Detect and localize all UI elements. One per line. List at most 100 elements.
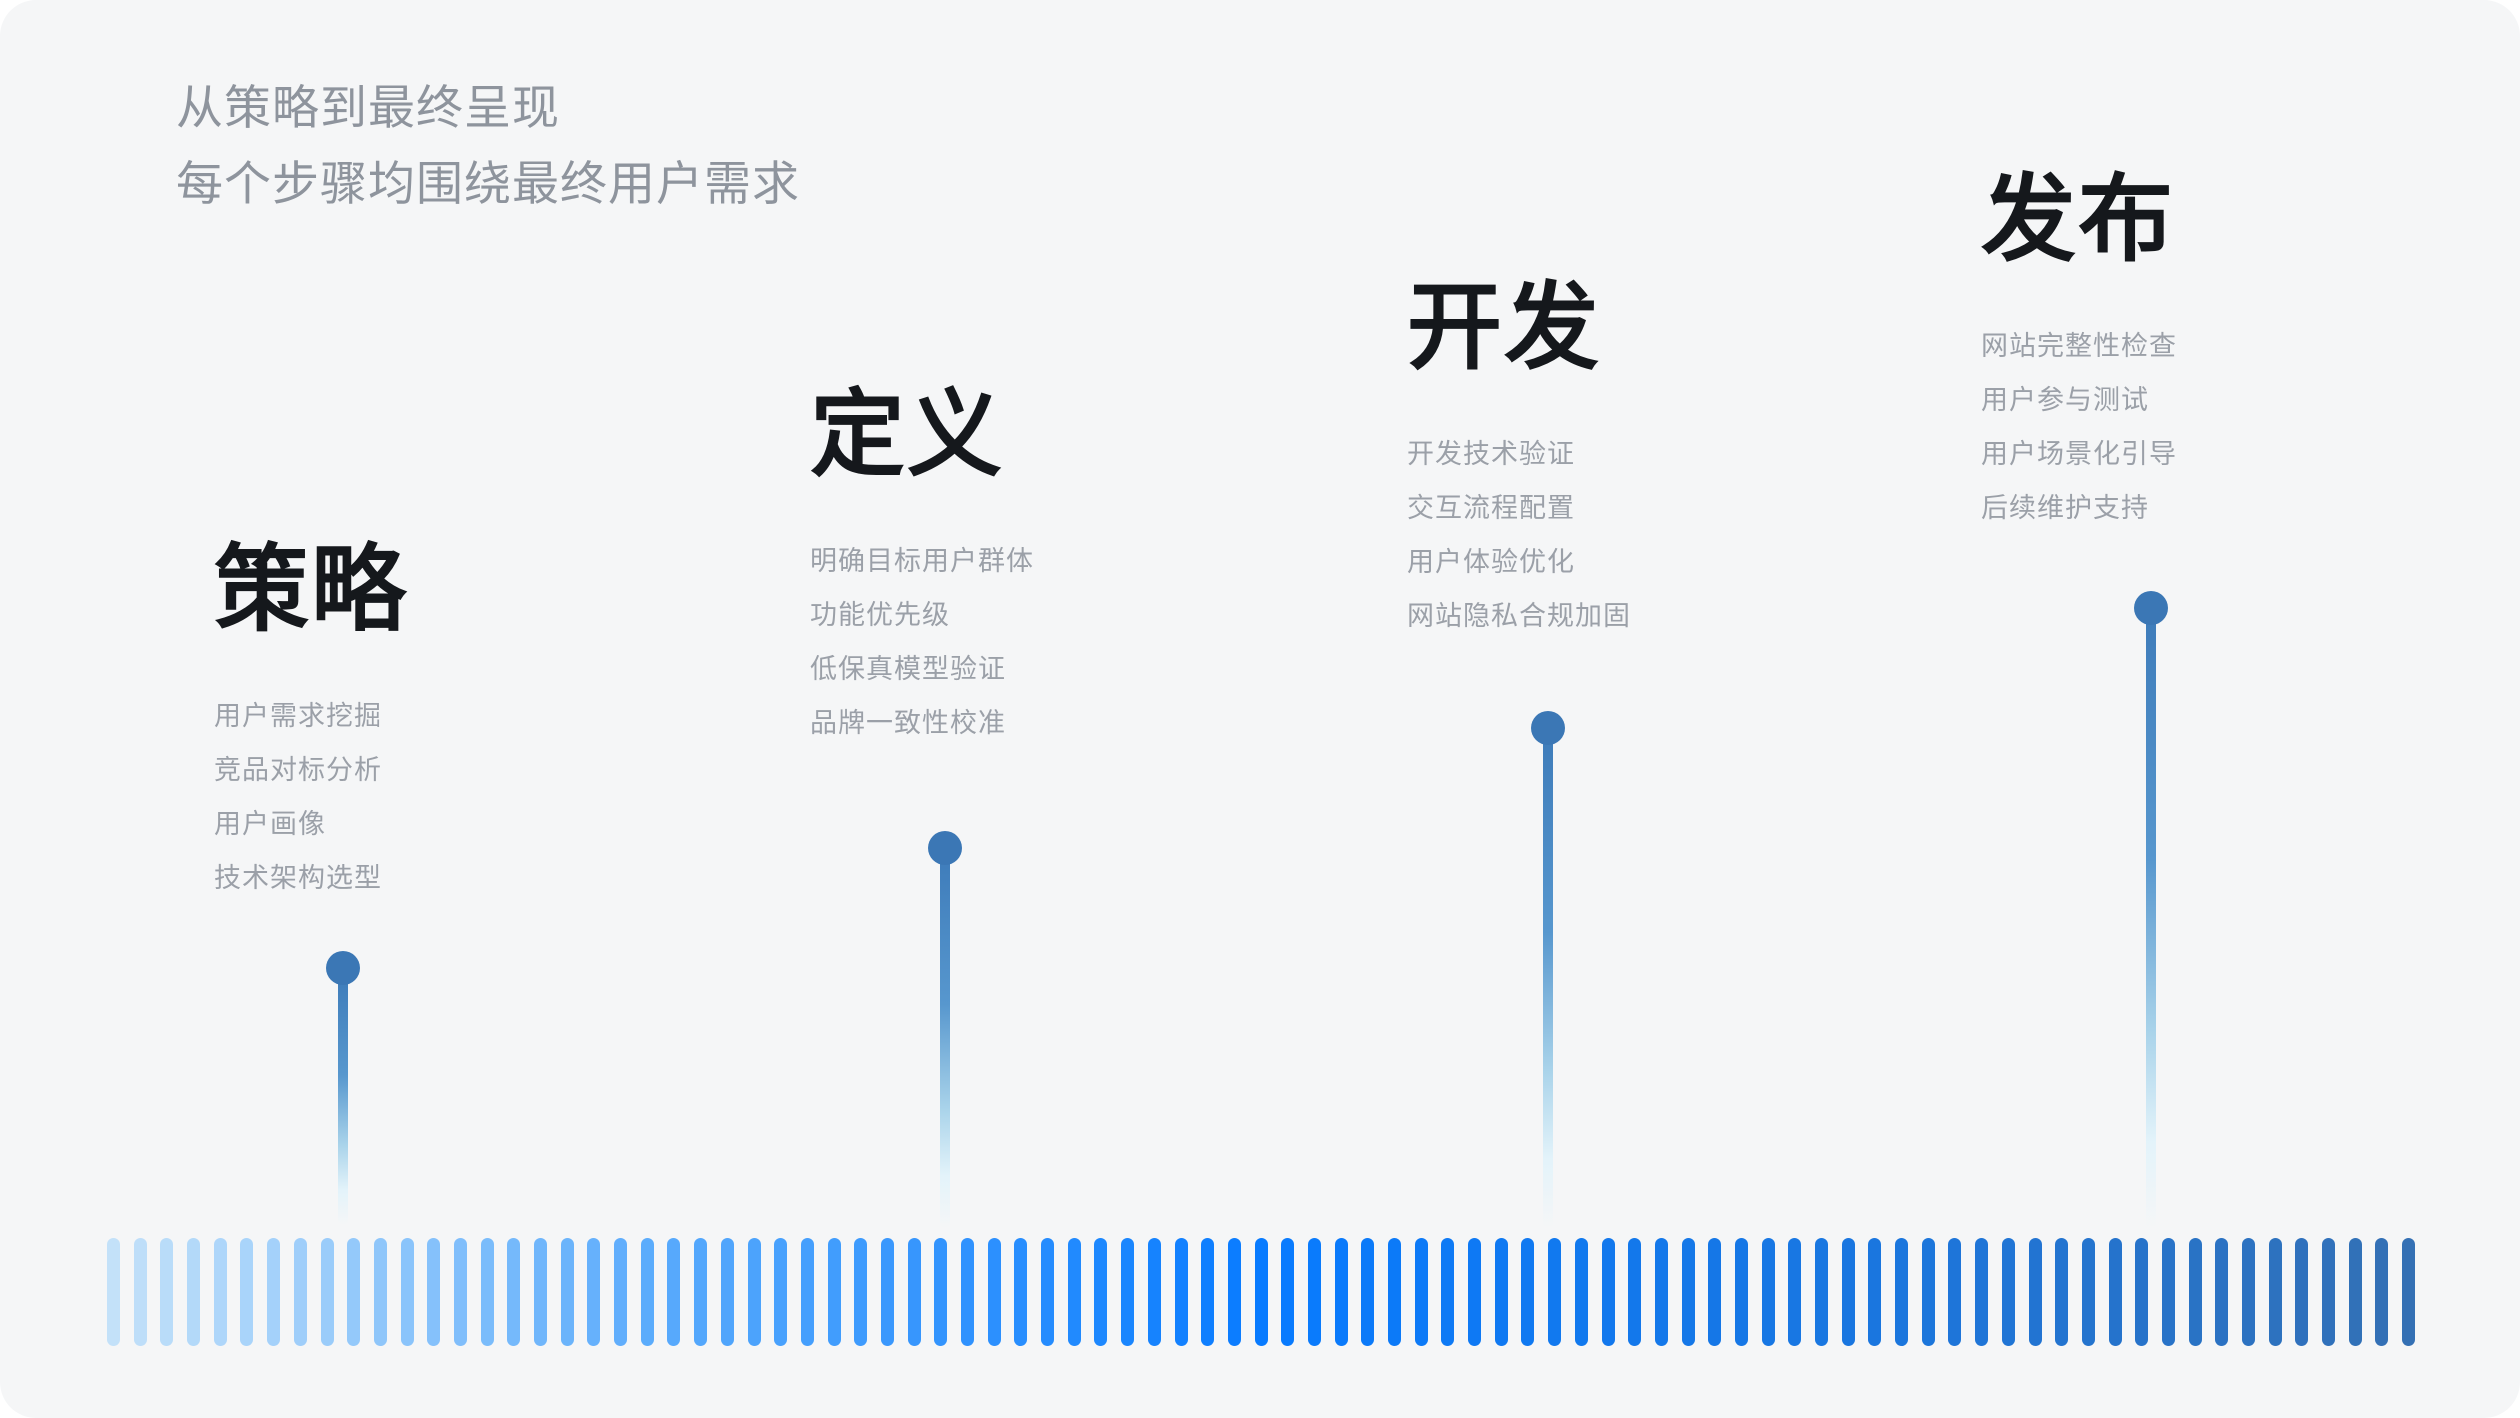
- stage-item: 用户参与测试: [1981, 385, 2149, 415]
- timeline-bars: [107, 1238, 2416, 1346]
- timeline-bar: [1121, 1238, 1135, 1346]
- timeline-bar: [213, 1238, 227, 1346]
- stage-item: 用户场景化引导: [1981, 439, 2177, 469]
- stage-item: 网站完整性检查: [1981, 331, 2177, 361]
- timeline-bar: [1734, 1238, 1748, 1346]
- timeline-bar: [1041, 1238, 1055, 1346]
- timeline-bar: [187, 1238, 201, 1346]
- stage-item: 低保真模型验证: [810, 654, 1006, 684]
- timeline-bar: [1654, 1238, 1668, 1346]
- timeline-bar: [1761, 1238, 1775, 1346]
- milestone-dot: [928, 831, 962, 865]
- timeline-bar: [1788, 1238, 1802, 1346]
- timeline-bar: [614, 1238, 628, 1346]
- timeline-bar: [2081, 1238, 2095, 1346]
- timeline-bar: [1815, 1238, 1828, 1346]
- stage-item: 交互流程配置: [1407, 493, 1575, 523]
- page-subtitle: 从策略到最终呈现 每个步骤均围绕最终用户需求: [176, 70, 800, 222]
- timeline-bar: [1921, 1238, 1935, 1346]
- timeline-bar: [587, 1238, 601, 1346]
- timeline-bar: [1521, 1238, 1535, 1346]
- stage-item: 用户体验优化: [1407, 547, 1575, 577]
- timeline-bar: [1975, 1238, 1989, 1346]
- timeline-bar: [934, 1238, 948, 1346]
- timeline-bar: [2295, 1238, 2309, 1346]
- stage-item: 竞品对标分析: [214, 755, 382, 785]
- timeline-bar: [133, 1238, 147, 1346]
- timeline-bar: [667, 1238, 681, 1346]
- timeline-bar: [240, 1238, 254, 1346]
- timeline-bar: [1868, 1238, 1882, 1346]
- timeline-bar: [320, 1238, 334, 1346]
- timeline-bar: [827, 1238, 841, 1346]
- subtitle-line-2: 每个步骤均围绕最终用户需求: [176, 157, 800, 210]
- milestone-stem: [1543, 735, 1553, 1228]
- timeline-bar: [1948, 1238, 1962, 1346]
- stage-title: 发布: [1981, 167, 2176, 273]
- stage-title: 策略: [214, 537, 409, 643]
- timeline-bar: [2108, 1238, 2122, 1346]
- stage-item: 品牌一致性校准: [810, 708, 1006, 738]
- stage-item: 功能优先级: [810, 600, 950, 630]
- timeline-bar: [267, 1238, 281, 1346]
- timeline-bar: [961, 1238, 974, 1346]
- milestone-stem: [2146, 615, 2156, 1228]
- timeline-bar: [1681, 1238, 1695, 1346]
- milestone-dot: [1531, 711, 1565, 745]
- stage-item-list: 明确目标用户群体功能优先级低保真模型验证品牌一致性校准: [810, 548, 1370, 737]
- timeline-bar: [2242, 1238, 2255, 1346]
- timeline-bar: [1067, 1238, 1081, 1346]
- timeline-bar: [1307, 1238, 1321, 1346]
- timeline-bar: [1574, 1238, 1588, 1346]
- stage-title: 定义: [810, 382, 1005, 488]
- stage-strategy: 策略 用户需求挖掘竞品对标分析用户画像技术架构选型: [214, 543, 774, 919]
- timeline-bar: [1201, 1238, 1215, 1346]
- timeline-bar: [1601, 1238, 1615, 1346]
- timeline-bar: [2188, 1238, 2202, 1346]
- stage-title: 开发: [1407, 275, 1602, 381]
- timeline-bar: [2348, 1238, 2362, 1346]
- milestone-stem: [338, 975, 348, 1225]
- timeline-bar: [907, 1238, 921, 1346]
- stage-item: 开发技术验证: [1407, 439, 1575, 469]
- timeline-bar: [694, 1238, 708, 1346]
- timeline-bar: [1468, 1238, 1482, 1346]
- timeline-bar: [400, 1238, 414, 1346]
- stage-develop: 开发 开发技术验证交互流程配置用户体验优化网站隐私合规加固: [1407, 281, 1967, 657]
- timeline-bar: [1628, 1238, 1642, 1346]
- timeline-bar: [1147, 1238, 1161, 1346]
- stage-item: 用户需求挖掘: [214, 701, 382, 731]
- timeline-bar: [160, 1238, 174, 1346]
- timeline-bar: [293, 1238, 307, 1346]
- subtitle-line-1: 从策略到最终呈现: [176, 81, 560, 134]
- stage-item-list: 用户需求挖掘竞品对标分析用户画像技术架构选型: [214, 703, 774, 892]
- stage-item: 用户画像: [214, 809, 326, 839]
- timeline-bar: [2215, 1238, 2229, 1346]
- stage-define: 定义 明确目标用户群体功能优先级低保真模型验证品牌一致性校准: [810, 388, 1370, 764]
- timeline-bar: [107, 1238, 120, 1346]
- timeline-bar: [480, 1238, 494, 1346]
- timeline-bar: [800, 1238, 814, 1346]
- timeline-bar: [2028, 1238, 2042, 1346]
- stage-item-list: 网站完整性检查用户参与测试用户场景化引导后续维护支持: [1981, 333, 2520, 522]
- stage-item: 网站隐私合规加固: [1407, 601, 1631, 631]
- timeline-bar: [774, 1238, 788, 1346]
- timeline-bar: [1414, 1238, 1428, 1346]
- timeline-bar: [1708, 1238, 1722, 1346]
- timeline-bar: [1281, 1238, 1295, 1346]
- timeline-bar: [1014, 1238, 1028, 1346]
- milestone-dot: [326, 951, 360, 985]
- stage-release: 发布 网站完整性检查用户参与测试用户场景化引导后续维护支持: [1981, 173, 2520, 549]
- timeline-bar: [720, 1238, 734, 1346]
- timeline-bar: [1361, 1238, 1375, 1346]
- stage-item-list: 开发技术验证交互流程配置用户体验优化网站隐私合规加固: [1407, 441, 1967, 630]
- timeline-bar: [560, 1238, 574, 1346]
- timeline-bar: [427, 1238, 441, 1346]
- timeline-bar: [1441, 1238, 1455, 1346]
- timeline-bar: [1841, 1238, 1855, 1346]
- timeline-bar: [347, 1238, 361, 1346]
- stage-item: 明确目标用户群体: [810, 546, 1034, 576]
- timeline-bar: [2135, 1238, 2149, 1346]
